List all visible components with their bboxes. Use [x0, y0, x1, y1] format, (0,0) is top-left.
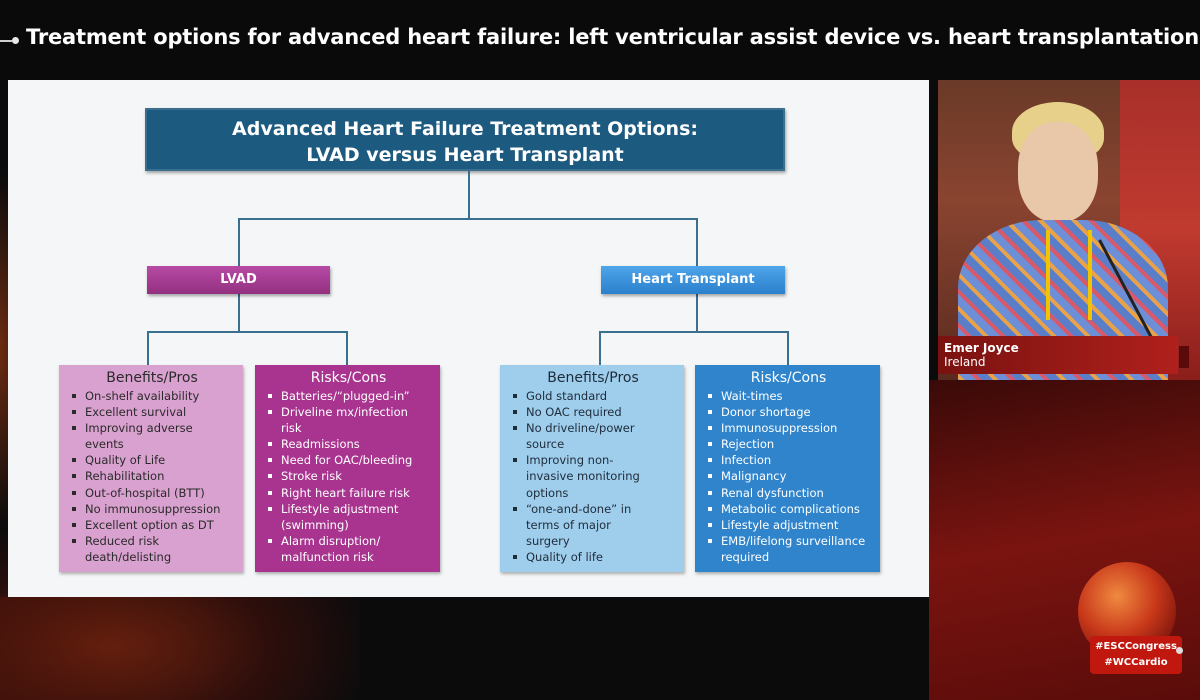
lanyard [1046, 230, 1050, 320]
speaker-country: Ireland [944, 355, 1178, 369]
list-item: Renal dysfunction [721, 485, 872, 501]
connector-line [787, 331, 789, 365]
list-item: Quality of life [526, 549, 676, 565]
connector-line [238, 294, 240, 332]
list-item: Driveline mx/infection risk [281, 404, 432, 436]
list-item: Right heart failure risk [281, 485, 432, 501]
list-item: Alarm disruption/ malfunction risk [281, 533, 432, 565]
list-item: Rejection [721, 436, 872, 452]
list-item: Improving non-invasive monitoring option… [526, 452, 676, 500]
list-item: Stroke risk [281, 468, 432, 484]
heart-transplant-cons-list: Wait-times Donor shortage Immunosuppress… [705, 388, 872, 565]
heart-transplant-category-box: Heart Transplant [601, 266, 785, 294]
lvad-pros-box: Benefits/Pros On-shelf availability Exce… [59, 365, 243, 572]
speaker-name-plate: Emer Joyce Ireland [938, 336, 1178, 374]
title-bar-dot-icon [12, 37, 19, 44]
title-bar-line [0, 40, 12, 42]
connector-line [238, 218, 698, 220]
list-item: Batteries/“plugged-in” [281, 388, 432, 404]
lvad-cons-title: Risks/Cons [265, 369, 432, 387]
slide-title-line1: Advanced Heart Failure Treatment Options… [147, 116, 783, 142]
badge-dot-icon [1176, 647, 1183, 654]
lvad-pros-title: Benefits/Pros [69, 369, 235, 387]
list-item: Lifestyle adjustment [721, 517, 872, 533]
list-item: Metabolic complications [721, 501, 872, 517]
speaker-face [1018, 122, 1098, 222]
hashtag-esc-congress: #ESCCongress [1090, 639, 1182, 655]
list-item: “one-and-done” in terms of major surgery [526, 501, 676, 549]
list-item: Readmissions [281, 436, 432, 452]
list-item: Need for OAC/bleeding [281, 452, 432, 468]
connector-line [346, 331, 348, 365]
connector-line [599, 331, 789, 333]
name-plate-tab [1179, 346, 1189, 368]
heart-transplant-cons-box: Risks/Cons Wait-times Donor shortage Imm… [695, 365, 880, 572]
connector-line [696, 294, 698, 332]
lvad-pros-list: On-shelf availability Excellent survival… [69, 388, 235, 565]
slide-title-box: Advanced Heart Failure Treatment Options… [145, 108, 785, 171]
list-item: Reduced risk death/delisting [85, 533, 235, 565]
list-item: Gold standard [526, 388, 676, 404]
lanyard [1088, 230, 1092, 320]
list-item: Wait-times [721, 388, 872, 404]
list-item: Rehabilitation [85, 468, 235, 484]
bottom-background [0, 597, 929, 700]
session-title: Treatment options for advanced heart fai… [26, 25, 1196, 49]
list-item: No driveline/power source [526, 420, 676, 452]
session-title-bar: Treatment options for advanced heart fai… [0, 0, 1200, 80]
list-item: Quality of Life [85, 452, 235, 468]
heart-transplant-cons-title: Risks/Cons [705, 369, 872, 387]
speaker-name: Emer Joyce [944, 341, 1178, 355]
list-item: Donor shortage [721, 404, 872, 420]
list-item: Immunosuppression [721, 420, 872, 436]
hashtag-wc-cardio: #WCCardio [1090, 655, 1182, 671]
list-item: EMB/lifelong surveillance required [721, 533, 872, 565]
connector-line [147, 331, 149, 365]
connector-line [238, 218, 240, 266]
hashtag-badge: #ESCCongress #WCCardio [1090, 636, 1182, 674]
list-item: Malignancy [721, 468, 872, 484]
connector-line [468, 171, 470, 219]
list-item: Infection [721, 452, 872, 468]
lvad-category-box: LVAD [147, 266, 330, 294]
heart-transplant-pros-list: Gold standard No OAC required No driveli… [510, 388, 676, 565]
list-item: Excellent survival [85, 404, 235, 420]
heart-transplant-pros-title: Benefits/Pros [510, 369, 676, 387]
list-item: No OAC required [526, 404, 676, 420]
list-item: No immunosuppression [85, 501, 235, 517]
presentation-slide: Advanced Heart Failure Treatment Options… [8, 80, 929, 597]
heart-transplant-pros-box: Benefits/Pros Gold standard No OAC requi… [500, 365, 684, 572]
lvad-cons-box: Risks/Cons Batteries/“plugged-in” Drivel… [255, 365, 440, 572]
lvad-cons-list: Batteries/“plugged-in” Driveline mx/infe… [265, 388, 432, 565]
connector-line [147, 331, 347, 333]
list-item: Lifestyle adjustment (swimming) [281, 501, 432, 533]
list-item: Improving adverse events [85, 420, 235, 452]
list-item: Excellent option as DT [85, 517, 235, 533]
connector-line [599, 331, 601, 365]
list-item: Out-of-hospital (BTT) [85, 485, 235, 501]
connector-line [696, 218, 698, 266]
list-item: On-shelf availability [85, 388, 235, 404]
slide-title-line2: LVAD versus Heart Transplant [147, 142, 783, 168]
speaker-video [938, 80, 1200, 380]
